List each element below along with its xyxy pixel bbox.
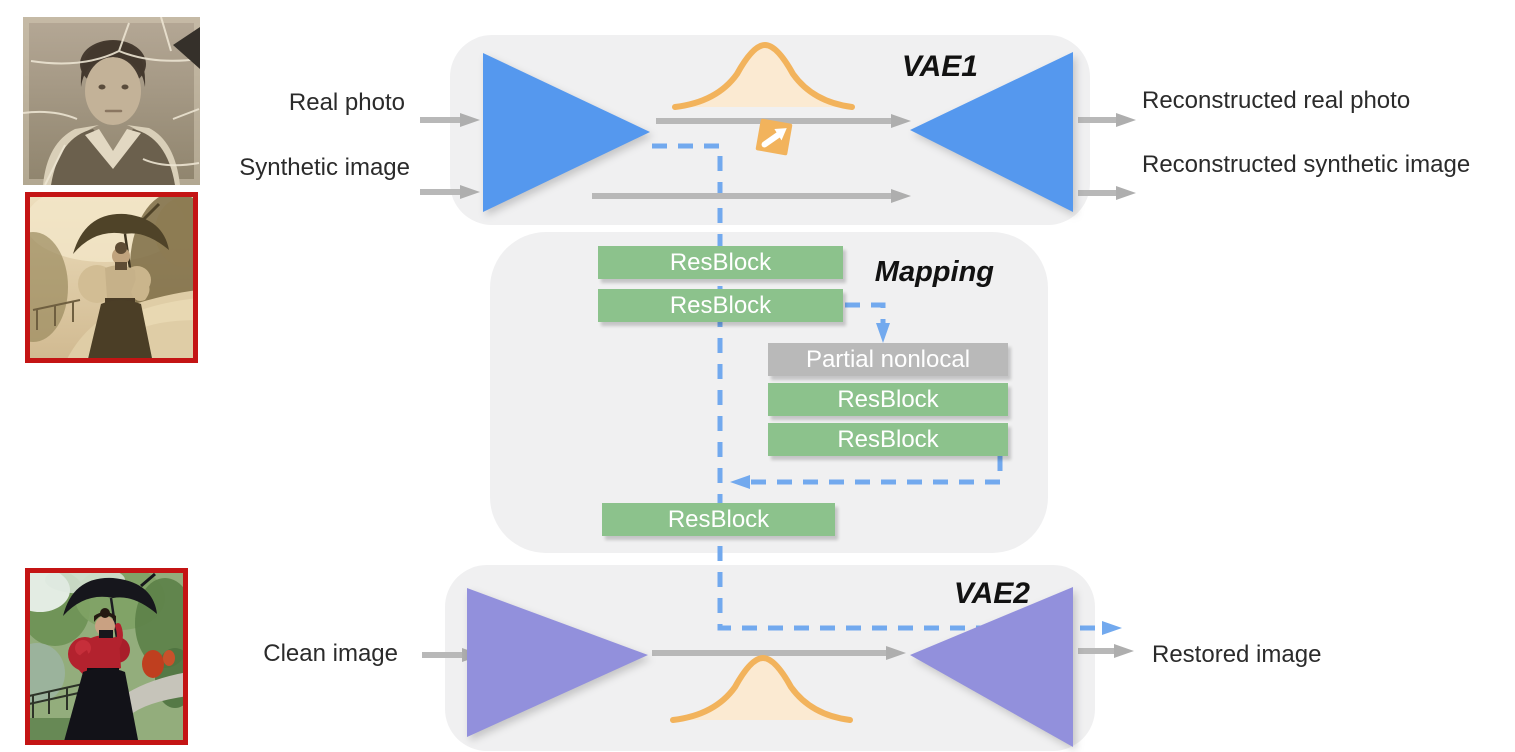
reconstructed-real-photo-label: Reconstructed real photo [1142,87,1411,114]
latent-dashed-path [652,143,1122,635]
fence [28,683,84,718]
vae1-title: VAE1 [901,50,978,83]
synthetic-image-label: Synthetic image [239,154,410,181]
resblock-branch-1: ResBlock [768,383,1008,416]
vae1-encoder-triangle [483,53,650,212]
resblock-top-2: ResBlock [598,289,843,322]
resblock-branch-2: ResBlock [768,423,1008,456]
vae2-decoder-triangle [910,587,1073,747]
vae1-decoder-triangle [910,52,1073,212]
real-photo-label: Real photo [288,89,405,116]
latent-main-dashed-arrow [652,143,1122,635]
fence [32,299,81,330]
clean-image-label: Clean image [263,640,398,667]
umbrella [73,213,169,254]
vae2-title: VAE2 [953,577,1030,610]
mapping-branch-dashed-arrow [845,302,890,343]
mapping-return-dashed-arrow [730,456,1003,489]
mapping-title: Mapping [874,256,994,288]
reconstructed-synthetic-image-label: Reconstructed synthetic image [1142,151,1471,178]
vae1-gaussian-curve [672,41,855,110]
resblock-bottom: ResBlock [602,503,835,536]
sampling-icon [755,118,793,156]
vae2-encoder-triangle [467,588,648,737]
umbrella [63,577,157,616]
sepia-old-photo [25,192,198,363]
resblock-top-1: ResBlock [598,246,843,279]
restored-color-photo [25,568,188,745]
vae2-gaussian-curve [670,654,853,723]
partial-nonlocal-block: Partial nonlocal [768,343,1008,376]
restored-image-label: Restored image [1152,641,1322,668]
damaged-old-photo [23,17,200,185]
